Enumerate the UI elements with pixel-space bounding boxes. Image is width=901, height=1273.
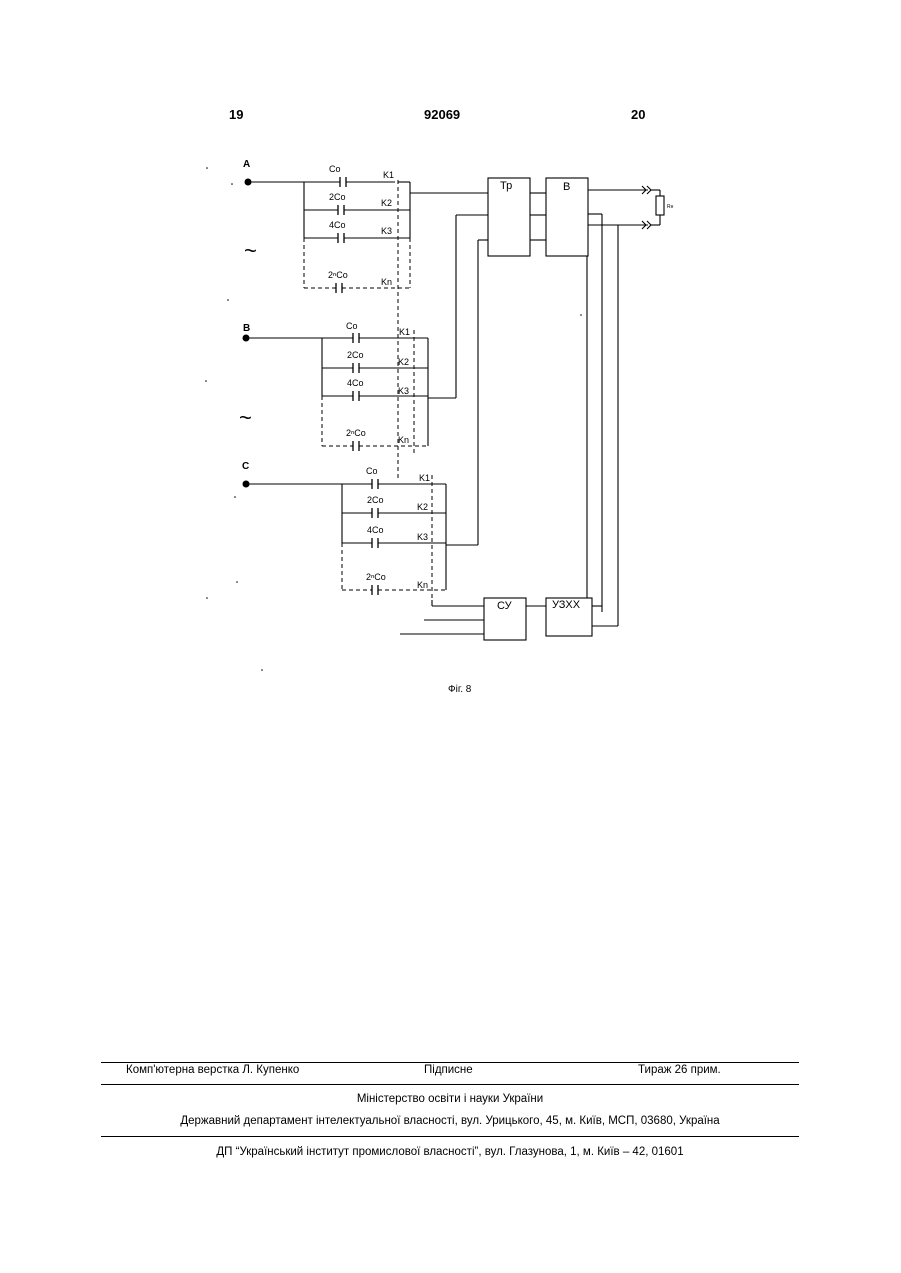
phase-c-cap-2-label: 2Co bbox=[367, 495, 384, 505]
institute-line: ДП “Український інститут промислової вла… bbox=[101, 1146, 799, 1158]
phase-a-cap-1-label: Co bbox=[329, 164, 341, 174]
phase-b-switch-3-label: K3 bbox=[398, 386, 409, 396]
phase-a-label: A bbox=[243, 159, 250, 170]
phase-c-switch-3-label: K3 bbox=[417, 532, 428, 542]
load-resistor-label: Rн bbox=[667, 204, 674, 210]
transformer-label: Тр bbox=[500, 180, 512, 192]
protection-unit-label: УЗХХ bbox=[552, 599, 581, 611]
phase-a-cap-2-label: 2Co bbox=[329, 192, 346, 202]
figure-caption: Фіг. 8 bbox=[448, 684, 471, 695]
phase-b-cap-2-label: 2Co bbox=[347, 350, 364, 360]
phase-a-switch-3-label: K3 bbox=[381, 226, 392, 236]
phase-b-switch-n-label: Kn bbox=[398, 435, 409, 445]
phase-c-cap-3-label: 4Co bbox=[367, 525, 384, 535]
footer-rule-top bbox=[101, 1062, 799, 1063]
ministry-line: Міністерство освіти і науки України bbox=[101, 1093, 799, 1105]
load-resistor bbox=[656, 196, 664, 215]
department-line: Державний департамент інтелектуальної вл… bbox=[101, 1115, 799, 1127]
phase-c-switch-1-label: K1 bbox=[419, 473, 430, 483]
phase-c-cap-1-label: Co bbox=[366, 466, 378, 476]
phase-b-label: B bbox=[243, 323, 250, 334]
phase-c-switch-n-label: Kn bbox=[417, 580, 428, 590]
rectifier-label: В bbox=[563, 181, 570, 193]
footer-rule-bottom bbox=[101, 1136, 799, 1137]
control-unit-label: СУ bbox=[497, 600, 513, 612]
phase-b-cap-1-label: Co bbox=[346, 321, 358, 331]
footer-rule-middle bbox=[101, 1084, 799, 1085]
circuit-diagram: A Co 2Co 4Co 2ⁿCo K1 K2 K3 Kn ~ B Co 2Co… bbox=[0, 0, 901, 720]
phase-a-switch-1-label: K1 bbox=[383, 170, 394, 180]
phase-b-cap-n-label: 2ⁿCo bbox=[346, 428, 366, 438]
phase-a-cap-n-label: 2ⁿCo bbox=[328, 270, 348, 280]
phase-c-cap-n-label: 2ⁿCo bbox=[366, 572, 386, 582]
phase-a-switch-2-label: K2 bbox=[381, 198, 392, 208]
phase-b-switch-1-label: K1 bbox=[399, 327, 410, 337]
phase-a-switch-n-label: Kn bbox=[381, 277, 392, 287]
phase-b-ac-symbol: ~ bbox=[239, 405, 252, 430]
phase-a-cap-3-label: 4Co bbox=[329, 220, 346, 230]
typesetting-credit: Комп'ютерна верстка Л. Купенко bbox=[126, 1064, 299, 1076]
phase-b-switch-2-label: K2 bbox=[398, 357, 409, 367]
phase-b-cap-3-label: 4Co bbox=[347, 378, 364, 388]
circulation-note: Тираж 26 прим. bbox=[638, 1064, 721, 1076]
signed-note: Підписне bbox=[424, 1064, 473, 1076]
phase-c-label: C bbox=[242, 461, 249, 472]
phase-c-switch-2-label: K2 bbox=[417, 502, 428, 512]
phase-a-ac-symbol: ~ bbox=[244, 238, 257, 263]
